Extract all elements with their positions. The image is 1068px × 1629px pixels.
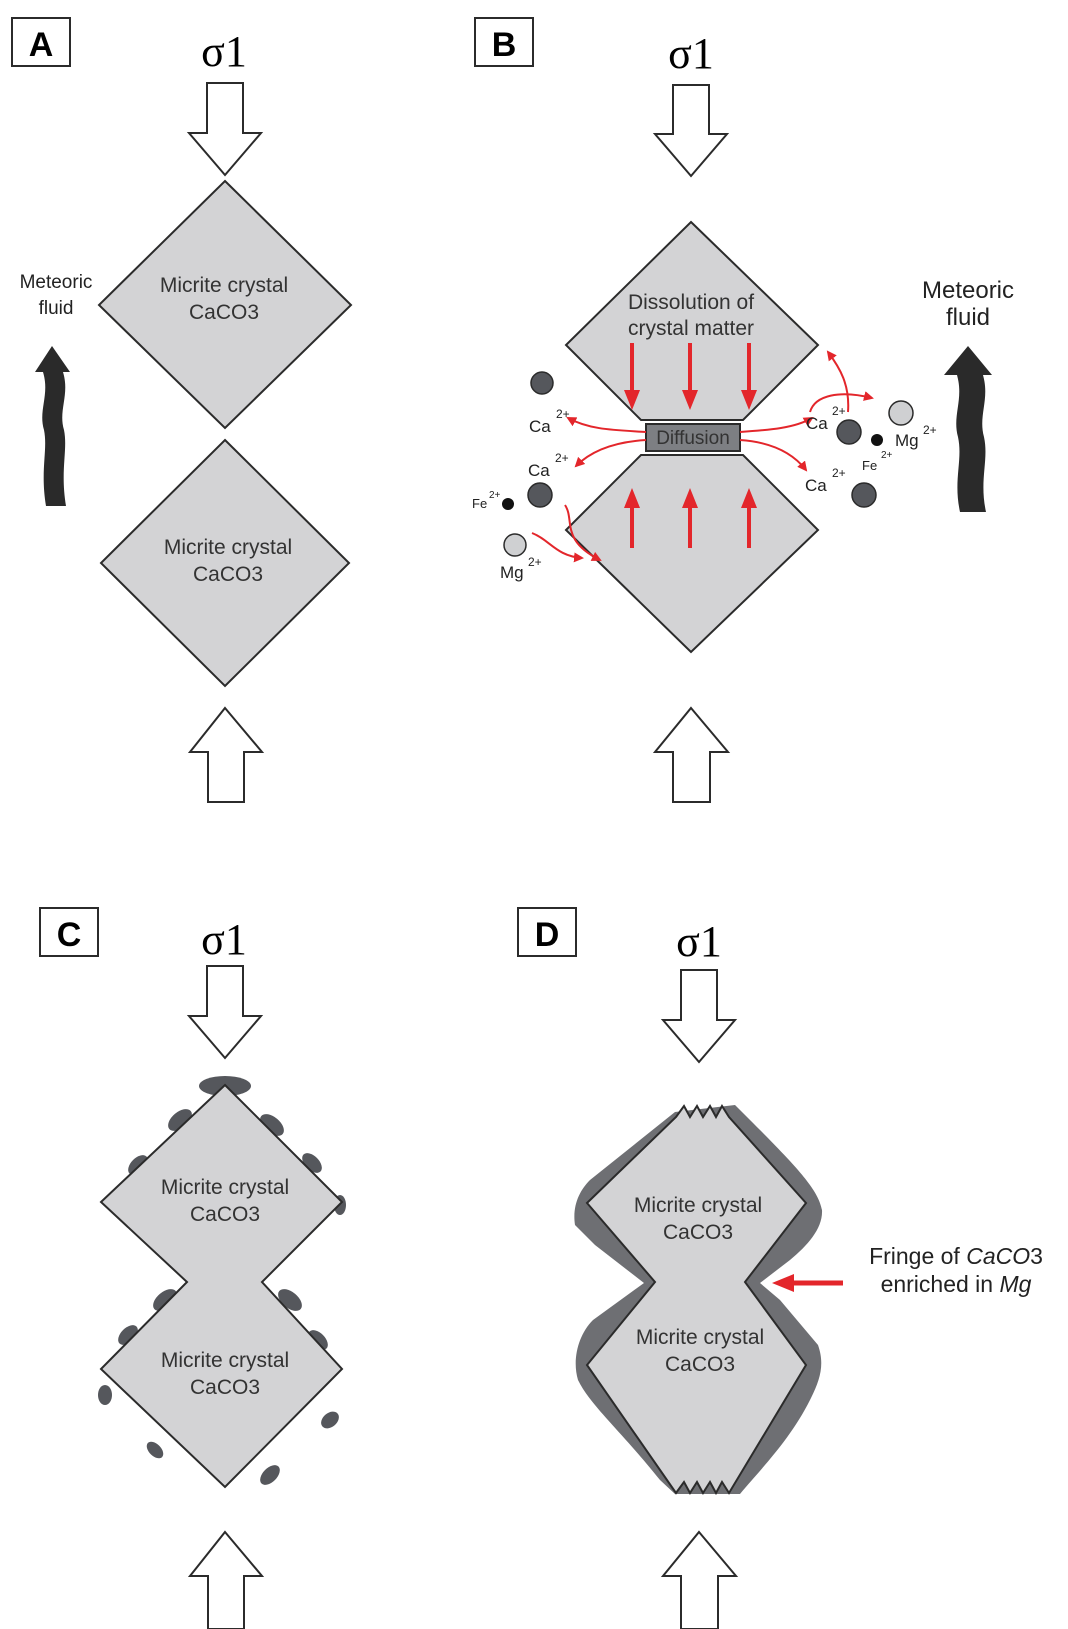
panel-a-crystal-top (97, 179, 353, 430)
panel-a-stress-arrow-up (187, 706, 265, 803)
panel-d-fringe-line2: enriched in Mg (881, 1271, 1032, 1297)
panel-b-compression-arrows-down (624, 343, 757, 410)
panel-d-crystal-bottom-line1: Micrite crystal (636, 1326, 764, 1349)
panel-b-stress-arrow-up (652, 706, 731, 803)
panel-b-ion-fe-label-left: Fe (472, 496, 487, 511)
panel-a-stress-arrow-down (186, 82, 264, 177)
panel-b-dissolution-line1: Dissolution of (628, 291, 754, 314)
panel-b-ion-fe-charge-right: 2+ (881, 450, 893, 461)
panel-b-sigma: σ1 (668, 29, 714, 78)
panel-c-label: C (57, 916, 82, 954)
panel-b-ion-mg-left (503, 533, 527, 557)
panel-d-fringe-line1-c: 3 (1030, 1243, 1043, 1269)
panel-d-stress-arrow-down (660, 969, 738, 1064)
panel-b-ion-ca-left-mid (527, 482, 553, 508)
panel-b-ion-mg-right (888, 400, 914, 426)
panel-b-ion-ca-left-top (530, 371, 554, 395)
panel-a-fluid-line1: Meteoric (20, 272, 93, 293)
panel-b-ion-ca-charge-1: 2+ (556, 407, 570, 421)
panel-b: B σ1 Dissolution of crystal matter Diffu… (472, 17, 1014, 803)
panel-d-crystal-top-line1: Micrite crystal (634, 1194, 762, 1217)
panel-b-ion-ca-right-bottom (851, 482, 877, 508)
panel-d-stress-arrow-up (660, 1530, 739, 1629)
panel-c-stress-arrow-up (187, 1530, 265, 1629)
panel-d-fringe-line2-b: Mg (999, 1271, 1031, 1297)
panel-b-label-box (474, 17, 534, 67)
panel-b-ion-ca-label-2: Ca (528, 461, 550, 480)
panel-b-label: B (492, 26, 517, 64)
panel-b-ion-ca-charge-2: 2+ (555, 451, 569, 465)
panel-b-fluid-line2: fluid (946, 304, 990, 331)
panel-d-label-box (517, 907, 577, 957)
panel-b-diffusion-label: Diffusion (656, 428, 730, 449)
panel-b-diffusion-paths (531, 350, 874, 563)
panel-c-crystal-top-line1: Micrite crystal (161, 1176, 289, 1199)
panel-b-ion-fe-right (871, 434, 883, 446)
panel-b-ion-ca-charge-4: 2+ (832, 466, 846, 480)
panel-c-crystal-bottom-line2: CaCO3 (190, 1376, 260, 1399)
panel-d: D σ1 Micrite crystal CaCO3 Micrite cryst… (517, 907, 1043, 1629)
panel-b-ion-ca-label-1: Ca (529, 417, 551, 436)
panel-d-label: D (535, 916, 560, 954)
panel-c-crystal-pair (99, 1083, 344, 1489)
panel-a-crystal-top-line2: CaCO3 (189, 301, 259, 324)
panel-b-crystal-bottom (564, 454, 820, 654)
panel-b-diffusion-box (645, 423, 741, 452)
panel-c-crystal-top-line2: CaCO3 (190, 1203, 260, 1226)
panel-b-ion-mg-charge-right: 2+ (923, 423, 937, 437)
panel-d-crystal-pair (585, 1104, 808, 1496)
panel-a-crystal-top-line1: Micrite crystal (160, 274, 288, 297)
panel-d-crystal-top-line2: CaCO3 (663, 1221, 733, 1244)
panel-a-crystal-bottom (99, 438, 351, 688)
panel-d-sigma: σ1 (676, 917, 722, 966)
panel-a: A σ1 Micrite crystal CaCO3 Micrite cryst… (11, 17, 353, 803)
panel-d-crystal-bottom-line2: CaCO3 (665, 1353, 735, 1376)
panel-b-ion-fe-charge-left: 2+ (489, 490, 501, 501)
panel-b-ion-mg-label-left: Mg (500, 563, 524, 582)
panel-a-label-box (11, 17, 71, 67)
panel-b-fluid-arrow (944, 346, 992, 512)
panel-d-fringe-line1-b: CaCO (966, 1243, 1030, 1269)
panel-c-label-box (39, 907, 99, 957)
panel-d-fringe-line1-a: Fringe of (869, 1243, 966, 1269)
panel-b-ion-mg-charge-left: 2+ (528, 555, 542, 569)
panel-b-ion-ca-right-top (836, 419, 862, 445)
panel-c-sigma: σ1 (201, 915, 247, 964)
panel-a-label: A (29, 26, 54, 64)
panel-a-fluid-line2: fluid (39, 298, 74, 319)
panel-b-dissolution-line2: crystal matter (628, 317, 754, 340)
panel-a-crystal-bottom-line2: CaCO3 (193, 563, 263, 586)
panel-b-stress-arrow-down (652, 84, 730, 178)
panel-c-crystal-bottom-line1: Micrite crystal (161, 1349, 289, 1372)
panel-b-ion-fe-label-right: Fe (862, 458, 877, 473)
panel-d-fringe-line1: Fringe of CaCO3 (869, 1243, 1043, 1269)
panel-b-fluid-line1: Meteoric (922, 277, 1014, 304)
panel-a-fluid-arrow (35, 346, 70, 506)
panel-d-fringe-pointer-head (772, 1274, 794, 1292)
panel-b-ion-ca-charge-3: 2+ (832, 404, 846, 418)
panel-b-ion-ca-label-4: Ca (805, 476, 827, 495)
panel-b-crystal-top (564, 220, 820, 421)
panel-a-sigma: σ1 (201, 27, 247, 76)
panel-c-stress-arrow-down (186, 965, 264, 1060)
panel-b-compression-arrows-up (624, 488, 757, 548)
panel-d-fringe-line2-a: enriched in (881, 1271, 1000, 1297)
panel-a-crystal-bottom-line1: Micrite crystal (164, 536, 292, 559)
panel-b-ion-mg-label-right: Mg (895, 431, 919, 450)
panel-b-ion-ca-label-3: Ca (806, 414, 828, 433)
panel-c: C σ1 Micrite crystal CaCO3 Micrite cryst… (39, 907, 346, 1629)
panel-b-ion-fe-left (502, 498, 514, 510)
